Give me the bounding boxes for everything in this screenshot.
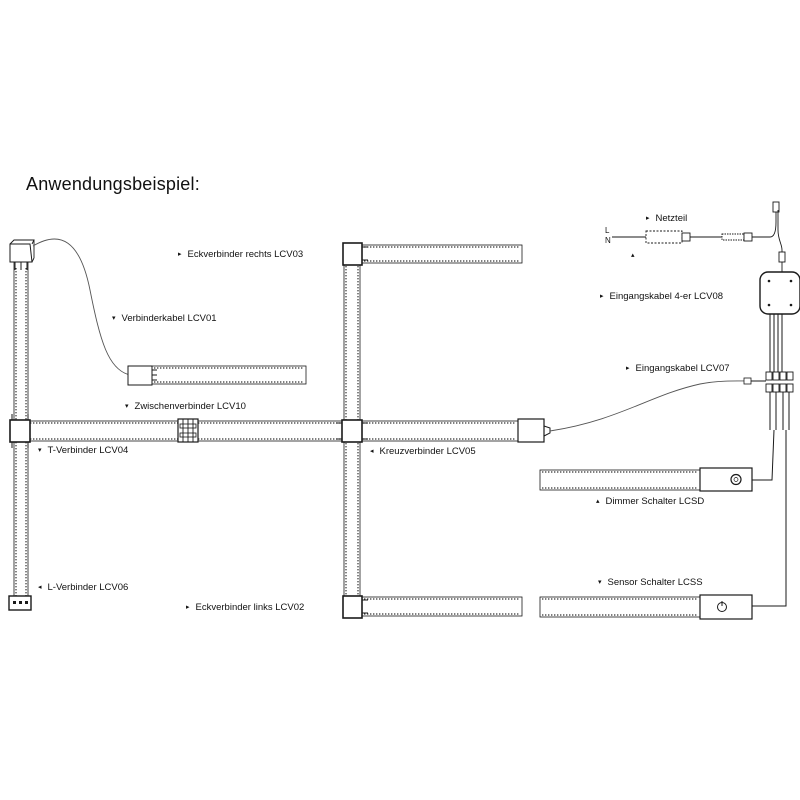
eingangskabel-cable: [549, 380, 751, 432]
label-sensor-schalter: ▾Sensor Schalter LCSS: [598, 577, 703, 588]
label-kreuzverbinder: ◂Kreuzverbinder LCV05: [370, 446, 476, 457]
arrow-down-icon: ▾: [125, 403, 129, 410]
l-verbinder-block: [8, 595, 32, 611]
arrow-right-icon: ▸: [600, 293, 604, 300]
arrow-down-icon: ▾: [598, 579, 602, 586]
label-n-wire: N: [605, 236, 611, 245]
arrow-right-icon: ▸: [178, 251, 182, 258]
label-netzteil: ▸Netzteil: [646, 213, 688, 224]
verbinderkabel-cable: [32, 238, 131, 376]
t-verbinder-block: [9, 414, 31, 448]
label-l-wire: L: [605, 226, 610, 235]
sensor-strip: [539, 594, 753, 620]
verbinderkabel-top-connector: [9, 239, 35, 270]
eckverbinder-rechts-block: [342, 242, 523, 266]
arrow-up-icon: ▴: [596, 498, 600, 505]
arrow-right-icon: ▸: [626, 365, 630, 372]
netzteil-unit: [612, 201, 786, 272]
label-eckverbinder-links: ▸Eckverbinder links LCV02: [186, 602, 305, 613]
arrow-right-icon: ▸: [186, 604, 190, 611]
label-t-verbinder: ▾T-Verbinder LCV04: [38, 445, 129, 456]
eckverbinder-links-block: [342, 595, 523, 619]
label-zwischenverbinder: ▾Zwischenverbinder LCV10: [125, 401, 246, 412]
netzteil-up-marker: ▴: [631, 250, 635, 263]
main-horizontal-strip: [27, 420, 519, 442]
arrow-up-icon: ▴: [631, 252, 635, 259]
arrow-left-icon: ◂: [38, 584, 42, 591]
dimmer-cable: [752, 429, 775, 481]
arrow-down-icon: ▾: [112, 315, 116, 322]
dimmer-strip: [539, 467, 753, 492]
zwischenverbinder-block: [177, 418, 199, 443]
arrow-right-icon: ▸: [646, 215, 650, 222]
eingangskabel-endcap: [517, 418, 551, 443]
label-eckverbinder-rechts: ▸Eckverbinder rechts LCV03: [178, 249, 304, 260]
arrow-left-icon: ◂: [370, 448, 374, 455]
label-dimmer-schalter: ▴Dimmer Schalter LCSD: [596, 496, 705, 507]
label-l-verbinder: ◂L-Verbinder LCV06: [38, 582, 129, 593]
sensor-cable: [752, 430, 787, 607]
eingang-4er-hub: [743, 271, 800, 430]
label-verbinderkabel: ▾Verbinderkabel LCV01: [112, 313, 217, 324]
label-eingangskabel-4er: ▸Eingangskabel 4-er LCV08: [600, 291, 724, 302]
kreuzverbinder-block: [336, 419, 368, 443]
page-title: Anwendungsbeispiel:: [26, 174, 200, 194]
verbinderkabel-strip: [127, 365, 307, 386]
arrow-down-icon: ▾: [38, 447, 42, 454]
label-eingangskabel: ▸Eingangskabel LCV07: [626, 363, 730, 374]
